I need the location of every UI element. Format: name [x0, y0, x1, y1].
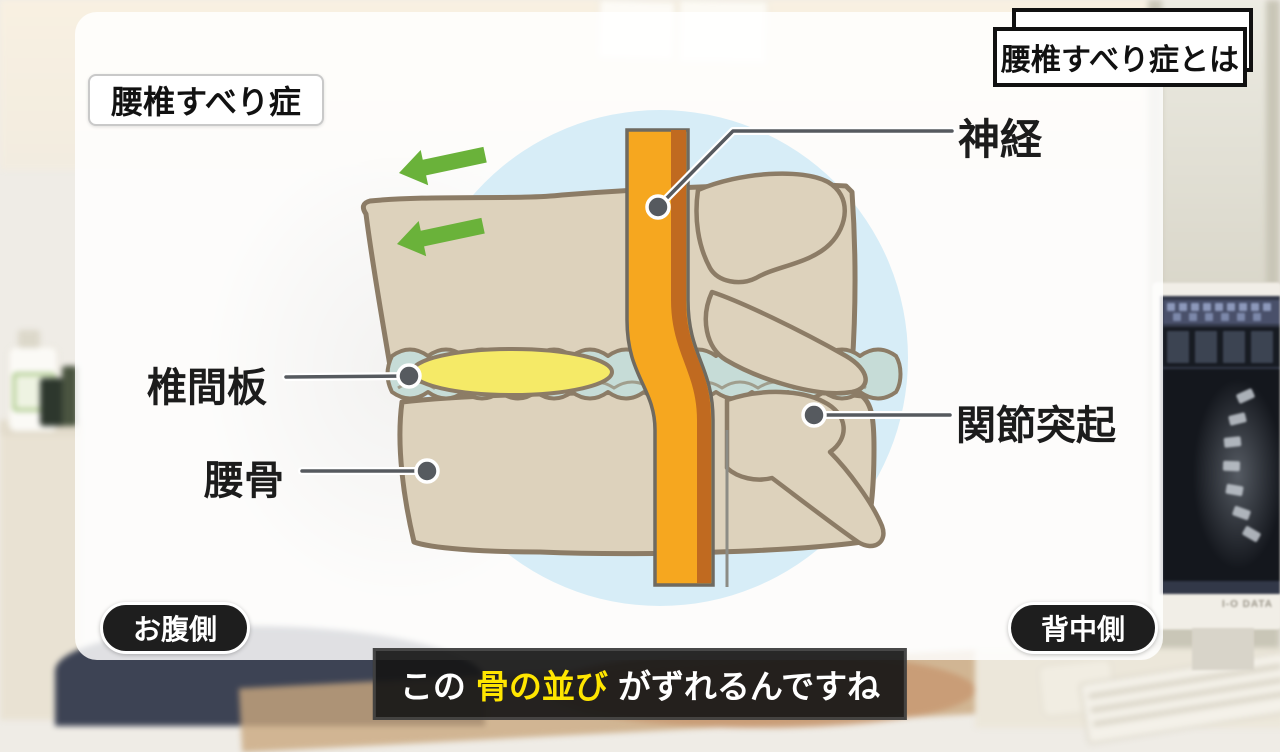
thumbnail	[1251, 331, 1273, 363]
thumbnail	[1195, 331, 1217, 363]
toolbar-icon	[1253, 313, 1261, 321]
thumbnail-strip	[1163, 327, 1280, 367]
label-nerve: 神経	[958, 116, 1043, 163]
thumbnail	[1223, 331, 1245, 363]
toolbar-icon	[1179, 303, 1187, 311]
direction-pill-belly-side: お腹側	[100, 602, 250, 654]
xray-vertebra	[1223, 436, 1242, 448]
direction-pill-back-side: 背中側	[1008, 602, 1158, 654]
toolbar-icon	[1189, 313, 1197, 321]
toolbar-icon	[1237, 313, 1245, 321]
xray-monitor: I-O DATA	[1152, 282, 1280, 670]
label-disc: 椎間板	[147, 366, 267, 410]
counter-items	[62, 366, 78, 426]
caption-prefix: この	[399, 668, 466, 705]
toolbar-icon	[1173, 313, 1181, 321]
caption-suffix: がずれるんですね	[617, 668, 881, 705]
xray-vertebra	[1222, 460, 1241, 472]
toolbar-icon	[1251, 303, 1259, 311]
xray-soft-tissue	[1193, 379, 1280, 569]
topic-title-box: 腰椎すべり症とは	[993, 27, 1247, 87]
label-articular-process: 関節突起	[956, 404, 1116, 448]
diagram-title-badge: 腰椎すべり症	[88, 74, 324, 126]
toolbar-icon	[1205, 313, 1213, 321]
toolbar-icon	[1239, 303, 1247, 311]
thumbnail	[1167, 331, 1189, 363]
xray-image	[1163, 369, 1280, 581]
monitor-stand	[1192, 628, 1254, 670]
toolbar-icon	[1203, 303, 1211, 311]
subtitle-caption: この 骨の並び がずれるんですね	[372, 648, 908, 720]
imaging-app-toolbar	[1163, 300, 1280, 324]
toolbar-icon	[1191, 303, 1199, 311]
caption-highlight: 骨の並び	[475, 668, 608, 705]
toolbar-icon	[1215, 303, 1223, 311]
label-lumbar-bone: 腰骨	[204, 459, 284, 503]
toolbar-icon	[1227, 303, 1235, 311]
toolbar-icon	[1167, 303, 1175, 311]
toolbar-icon	[1221, 313, 1229, 321]
toolbar-icon	[1263, 303, 1271, 311]
soap-pump	[18, 330, 40, 348]
monitor-brand-logo: I-O DATA	[1222, 599, 1273, 610]
